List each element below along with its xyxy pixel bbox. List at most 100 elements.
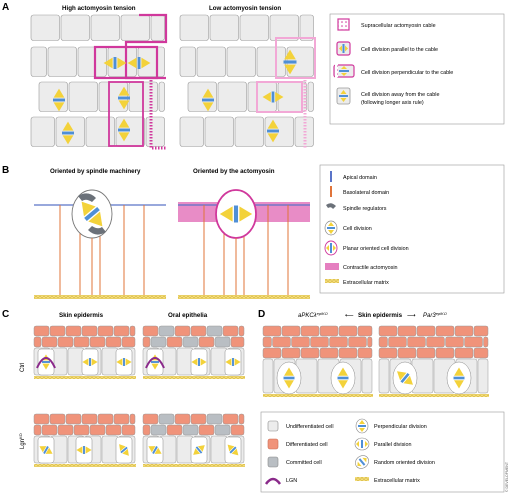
differentiated-cell <box>206 325 223 337</box>
differentiated-cell <box>435 325 455 337</box>
panel-c-letter: C <box>2 309 9 320</box>
extracellular-matrix <box>178 295 310 299</box>
legend-b-regulators-label: Spindle regulators <box>343 206 387 212</box>
panel-c-tissues <box>33 325 245 467</box>
differentiated-cell <box>206 413 223 425</box>
panel-d-tissues <box>262 325 489 397</box>
panel-d-letter: D <box>258 309 265 320</box>
metaphase-plate <box>195 446 203 454</box>
undifferentiated-cell-icon <box>267 420 279 432</box>
differentiated-cell <box>445 336 464 348</box>
spindle-regulator-icon <box>326 203 336 209</box>
spindle-pole <box>239 206 253 222</box>
basal-cell <box>176 347 194 376</box>
legend-d-parallel-label: Parallel division <box>374 442 411 448</box>
legend-a-away-label: Cell division away from the cable <box>361 92 440 98</box>
lgn-crescent <box>36 357 56 369</box>
differentiated-cell <box>454 325 474 337</box>
differentiated-cell <box>367 336 373 348</box>
metaphase-plate <box>83 446 85 454</box>
panel-b-title-actomyosin: Oriented by the actomyosin <box>193 168 275 175</box>
spindle-pole <box>62 121 74 131</box>
differentiated-cell <box>310 336 329 348</box>
panel-d-center-label: Skin epidermis <box>358 312 403 319</box>
differentiated-cell <box>105 336 122 348</box>
epithelial-cell <box>196 46 226 77</box>
epithelial-cell <box>150 14 165 41</box>
spindle-pole <box>284 380 294 389</box>
metaphase-plate <box>53 98 65 102</box>
legend-b-apical-label: Apical domain <box>343 175 377 181</box>
panel-b-legend-box <box>319 164 505 294</box>
metaphase-plate <box>267 129 279 133</box>
metaphase-plate <box>137 57 141 69</box>
actomyosin-cable <box>275 37 316 79</box>
panel-d-right-label: Par3epiKO <box>423 311 447 319</box>
epithelial-cell <box>144 205 164 295</box>
spindle <box>219 205 253 223</box>
spindle-pole <box>117 57 127 69</box>
legend-a-cable-label: Supracellular actomyosin cable <box>361 23 436 29</box>
basolateral-domain-icon <box>330 186 332 197</box>
spindle-pole <box>225 358 232 366</box>
metaphase-plate <box>400 372 410 384</box>
panel-a-title-low: Low actomyosin tension <box>209 5 281 12</box>
spindle-pole <box>338 367 348 376</box>
spindle-pole <box>91 358 98 366</box>
differentiated-cell <box>378 336 388 348</box>
differentiated-cell <box>397 325 417 337</box>
differentiated-cell <box>142 325 159 337</box>
differentiated-cell <box>158 325 175 337</box>
actomyosin-cable <box>256 81 303 113</box>
panel-b-title-spindle: Oriented by spindle machinery <box>50 168 141 175</box>
actomyosin-cable <box>149 80 166 150</box>
differentiated-cell <box>113 325 130 337</box>
row-label-lgn: LgnKO <box>18 433 26 449</box>
differentiated-cell <box>97 413 114 425</box>
differentiated-cell <box>319 325 339 337</box>
differentiated-cell <box>222 325 239 337</box>
metaphase-plate <box>283 376 295 380</box>
differentiated-cell <box>319 347 339 359</box>
spindle <box>81 201 103 227</box>
differentiated-cell <box>388 336 407 348</box>
metaphase-plate <box>113 57 117 69</box>
metaphase-plate <box>89 358 91 366</box>
metaphase-plate <box>337 376 349 380</box>
differentiated-cell <box>190 413 207 425</box>
differentiated-cell <box>65 413 82 425</box>
legend-d-lgn-label: LGN <box>286 478 297 484</box>
actomyosin-oriented-tissue <box>178 189 310 299</box>
differentiated-cell <box>166 424 183 436</box>
spindle <box>127 57 151 69</box>
metaphase-plate <box>229 446 237 454</box>
spindle-pole <box>267 119 279 129</box>
spindle-pole <box>81 201 96 217</box>
panel-c-title-oral: Oral epithelia <box>168 312 208 319</box>
metaphase-plate <box>232 358 234 366</box>
spindle-pole <box>193 448 201 455</box>
epithelial-cell <box>299 14 314 41</box>
differentiated-cell <box>121 336 136 348</box>
differentiated-cell <box>262 325 282 337</box>
epithelial-cell <box>226 46 256 77</box>
spindle-pole <box>202 88 214 98</box>
differentiated-cell <box>33 424 42 436</box>
spindle <box>193 445 205 455</box>
differentiated-cell <box>348 336 367 348</box>
spindle-pole <box>85 446 92 454</box>
legend-b-ecm-label: Extracellular matrix <box>343 280 389 286</box>
spindle-pole <box>103 57 113 69</box>
differentiated-cell <box>473 347 489 359</box>
extracellular-matrix <box>34 464 136 467</box>
panel-a-letter: A <box>2 2 9 13</box>
epithelial-cell <box>60 14 90 41</box>
spindle <box>227 444 239 456</box>
panel-c-title-skin: Skin epidermis <box>59 312 104 319</box>
epithelial-cell <box>30 46 47 77</box>
differentiated-cell <box>142 336 151 348</box>
epithelial-cell <box>145 116 165 147</box>
differentiated-cell <box>41 424 58 436</box>
epithelial-cell <box>256 46 286 77</box>
extracellular-matrix-icon <box>325 279 339 283</box>
